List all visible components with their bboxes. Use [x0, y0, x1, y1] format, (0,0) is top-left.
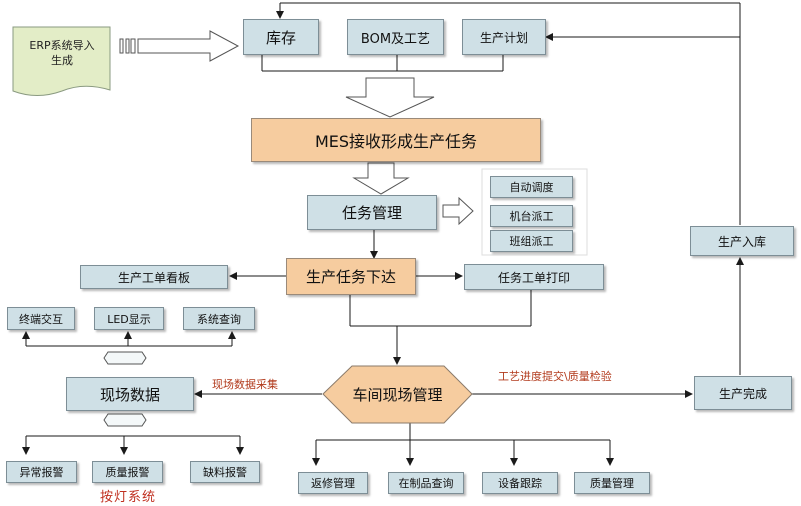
erp-document: ERP系统导入 生成 [14, 38, 110, 68]
wip-query-box[interactable]: 在制品查询 [388, 472, 464, 494]
work-order-print-box[interactable]: 任务工单打印 [464, 264, 604, 290]
erp-document-shape [12, 26, 111, 96]
quality-management-box[interactable]: 质量管理 [574, 472, 650, 494]
quality-alarm-box[interactable]: 质量报警 [92, 461, 163, 483]
field-data-box[interactable]: 现场数据 [66, 377, 194, 411]
equipment-tracking-box[interactable]: 设备跟踪 [482, 472, 558, 494]
double-arrows [103, 351, 147, 427]
andon-system-title: 按灯系统 [100, 490, 157, 505]
hollow-arrow-to-task-management [352, 162, 410, 195]
hollow-arrow-to-dispatch [442, 196, 474, 226]
work-order-board-box[interactable]: 生产工单看板 [80, 265, 228, 289]
process-progress-label: 工艺进度提交\质量检验 [498, 370, 612, 383]
workshop-management-node[interactable]: 车间现场管理 [352, 386, 443, 404]
task-management-box[interactable]: 任务管理 [307, 195, 437, 230]
mes-receive-box[interactable]: MES接收形成生产任务 [251, 118, 541, 162]
production-complete-box[interactable]: 生产完成 [694, 376, 792, 410]
bom-box[interactable]: BOM及工艺 [347, 19, 444, 55]
production-warehousing-box[interactable]: 生产入库 [690, 226, 794, 256]
shortage-alarm-box[interactable]: 缺料报警 [190, 461, 260, 483]
terminal-interaction-box[interactable]: 终端交互 [7, 307, 75, 330]
field-data-collection-label: 现场数据采集 [212, 378, 278, 391]
auto-dispatch-box[interactable]: 自动调度 [490, 176, 573, 198]
rework-management-box[interactable]: 返修管理 [298, 472, 368, 494]
connectors [22, 2, 744, 466]
hollow-arrow-to-mes [345, 77, 435, 118]
machine-dispatch-box[interactable]: 机台派工 [490, 205, 573, 227]
task-release-box[interactable]: 生产任务下达 [286, 258, 416, 295]
import-arrow [119, 30, 240, 62]
led-display-box[interactable]: LED显示 [94, 307, 164, 330]
system-query-box[interactable]: 系统查询 [183, 307, 255, 330]
abnormal-alarm-box[interactable]: 异常报警 [6, 461, 77, 483]
workshop-hexagon-shape [322, 365, 473, 424]
erp-document-line1: ERP系统导入 [29, 39, 95, 52]
production-plan-box[interactable]: 生产计划 [462, 19, 546, 55]
team-dispatch-box[interactable]: 班组派工 [490, 230, 573, 252]
erp-document-line2: 生成 [51, 54, 73, 67]
inventory-box[interactable]: 库存 [243, 19, 319, 55]
top-bracket-lines [261, 55, 504, 72]
